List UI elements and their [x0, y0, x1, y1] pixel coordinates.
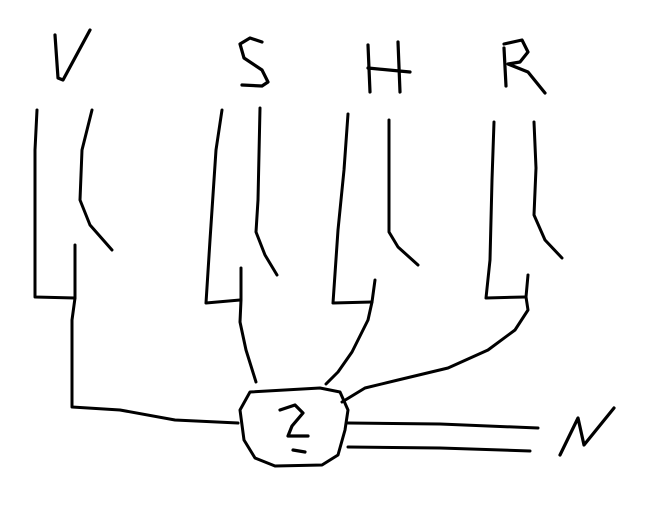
label-r-glyph	[502, 38, 547, 95]
junction-box-label-text: ?	[294, 429, 295, 431]
branch-r-left-wire	[484, 120, 527, 300]
question-mark-icon	[278, 403, 310, 454]
branch-h	[324, 112, 420, 386]
label-r: R	[502, 38, 547, 95]
junction-box: ?	[238, 386, 350, 468]
label-s: S	[238, 36, 270, 88]
branch-r-right-wire	[532, 120, 564, 260]
branch-h-feed-wire	[324, 278, 377, 386]
label-h-text: H	[385, 64, 386, 66]
label-h-glyph	[366, 40, 412, 94]
label-r-text: R	[520, 64, 521, 66]
label-n-glyph	[558, 406, 616, 457]
branch-s-feed-wire	[238, 266, 258, 384]
label-v-glyph	[53, 28, 92, 82]
label-n-text: N	[588, 434, 589, 436]
branch-s-right-wire	[254, 106, 279, 277]
branch-v-right-wire	[78, 108, 114, 252]
branch-v-feed-wire	[70, 243, 240, 425]
branch-s	[204, 106, 279, 384]
label-v-text: V	[70, 59, 71, 61]
branch-v-left-wire	[33, 108, 77, 300]
branch-r-feed-wire	[340, 273, 530, 404]
branch-s-left-wire	[204, 108, 242, 305]
label-n: N	[558, 406, 616, 457]
branch-h-right-wire	[387, 118, 420, 267]
output-lines	[346, 421, 540, 453]
label-h: H	[366, 40, 412, 94]
label-v: V	[53, 28, 92, 82]
output-upper-line	[346, 421, 540, 430]
branch-v	[33, 108, 240, 425]
label-s-glyph	[238, 36, 270, 88]
output-lower-line	[346, 445, 532, 453]
branch-h-left-wire	[331, 112, 374, 305]
branch-r	[340, 120, 564, 404]
junction-box-outline	[238, 386, 350, 468]
